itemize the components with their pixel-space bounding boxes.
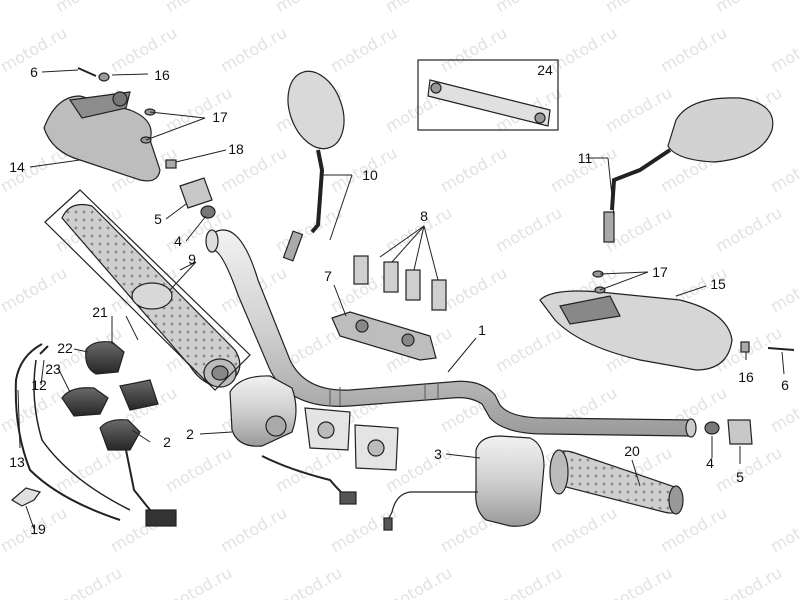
callout-3: 3 (434, 446, 442, 462)
hardware-parts (77, 67, 795, 353)
right-switch-housing (383, 435, 545, 531)
right-handguard (539, 290, 733, 371)
bar-end-right (704, 419, 753, 445)
callout-24: 24 (537, 62, 553, 78)
callout-10: 10 (362, 167, 378, 183)
callout-20: 20 (624, 443, 640, 459)
callout-22: 22 (57, 340, 73, 356)
callout-6-right: 6 (781, 377, 789, 393)
callout-17-left: 17 (212, 109, 228, 125)
leader-lines (17, 69, 785, 530)
callout-21: 21 (92, 304, 108, 320)
callout-6-left: 6 (30, 64, 38, 80)
callout-9: 9 (188, 251, 196, 267)
callout-14: 14 (9, 159, 25, 175)
left-switch-housing (229, 375, 357, 505)
callout-5-right: 5 (736, 469, 744, 485)
callout-5-left: 5 (154, 211, 162, 227)
callout-2-lever-group: 2 (163, 434, 171, 450)
callout-18: 18 (228, 141, 244, 157)
clamp-bolts (353, 255, 447, 311)
callout-4-left: 4 (174, 233, 182, 249)
handlebar-clamp (331, 311, 437, 361)
left-handguard (43, 91, 161, 182)
callout-13: 13 (9, 454, 25, 470)
switch-blocks (304, 407, 399, 471)
callout-16-left: 16 (154, 67, 170, 83)
right-grip (549, 449, 684, 515)
bar-end-left (179, 177, 216, 219)
lever-pieces (61, 341, 177, 527)
callout-11: 11 (577, 150, 593, 166)
left-mirror (282, 70, 345, 262)
left-grip (44, 189, 251, 391)
callout-19: 19 (30, 521, 46, 537)
bracket-24 (417, 59, 559, 131)
callout-1: 1 (478, 322, 486, 338)
callout-8: 8 (420, 208, 428, 224)
wire-clip (10, 487, 42, 507)
callout-15: 15 (710, 276, 726, 292)
callout-23: 23 (45, 361, 61, 377)
right-mirror (603, 97, 774, 243)
control-cables (14, 343, 131, 521)
callout-7: 7 (324, 268, 332, 284)
callout-2-left-housing: 2 (186, 426, 194, 442)
callout-16-right: 16 (738, 369, 754, 385)
callout-4-right: 4 (706, 455, 714, 471)
callout-17-right: 17 (652, 264, 668, 280)
callout-12: 12 (31, 377, 47, 393)
